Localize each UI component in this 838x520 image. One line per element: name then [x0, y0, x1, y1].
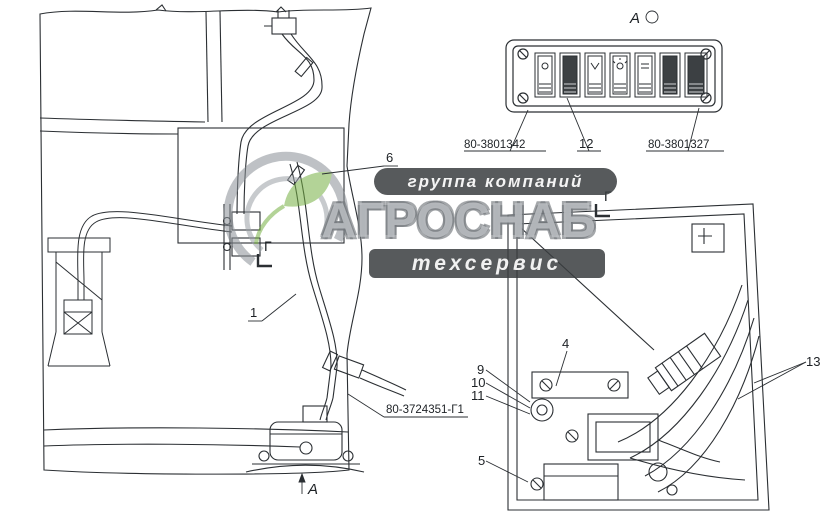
view-a-top-label: A: [629, 10, 640, 27]
cab-outline: [39, 4, 372, 475]
text-labels: A 80-3801342 12 80-3801327 6 Г 1 80-3724…: [250, 10, 820, 498]
section-marker-right: Г: [604, 188, 612, 204]
switch-panel: [505, 39, 723, 113]
part-number-harness: 80-3724351-Г1: [386, 404, 464, 416]
callout-12: 12: [579, 136, 593, 151]
seat-linkage: [47, 237, 111, 367]
callout-4: 4: [562, 336, 569, 351]
bottom-unit: [245, 405, 365, 473]
callout-11: 11: [471, 388, 485, 403]
panel-detail: [507, 203, 770, 511]
part-number-switch-panel-right: 80-3801327: [648, 139, 709, 151]
switch-rockers: [534, 52, 708, 98]
callout-9: 9: [477, 362, 484, 377]
callout-10: 10: [471, 375, 485, 390]
callout-6: 6: [386, 150, 393, 165]
callout-1: 1: [250, 305, 257, 320]
callout-5: 5: [478, 453, 485, 468]
left-harness: [63, 211, 233, 335]
part-number-switch-panel-left: 80-3801342: [464, 139, 525, 151]
section-marker-left: Г: [264, 238, 272, 254]
watermark-logo: [223, 151, 349, 266]
leader-lines: [248, 10, 807, 494]
view-a-bottom-label: A: [307, 481, 318, 498]
callout-13: 13: [806, 354, 820, 369]
